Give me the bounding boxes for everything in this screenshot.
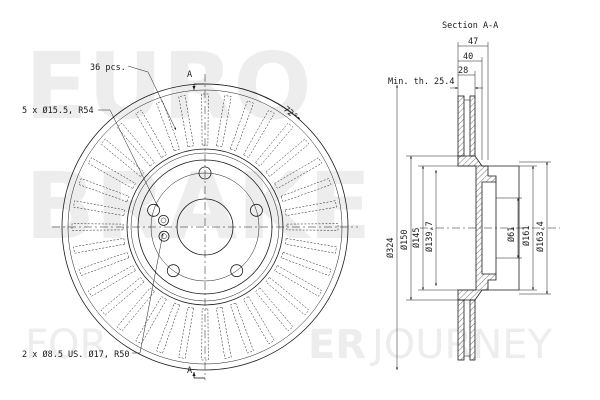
vane <box>156 302 181 354</box>
cooling-vanes <box>71 93 339 361</box>
bolt-hole <box>166 264 180 278</box>
vane <box>284 200 337 216</box>
vane <box>284 238 337 254</box>
section-plate-top-left <box>457 95 465 157</box>
vane <box>280 251 332 276</box>
vane <box>265 277 310 316</box>
min-thickness-label: Min. th. 25.4 <box>388 77 455 87</box>
vane <box>87 157 136 189</box>
vane <box>71 223 124 231</box>
bolt-hole <box>147 203 161 217</box>
vane <box>201 308 209 361</box>
section-plate-bottom-right <box>469 299 476 361</box>
aux-holes-label: 2 x Ø8.5 US. Ø17, R50 <box>22 349 129 360</box>
vane <box>135 109 167 158</box>
vane <box>255 287 294 332</box>
aux-holes <box>158 214 170 242</box>
aux-hole-outer <box>158 214 169 226</box>
watermark-brand-top: EURO <box>25 33 312 140</box>
dim-40-label: 40 <box>463 52 473 62</box>
dim-145-label: Ø145 <box>411 228 422 248</box>
vane <box>135 296 167 345</box>
vane <box>78 178 130 203</box>
bolt-hole <box>230 264 244 278</box>
vanes-leader <box>127 65 177 131</box>
aux-hole-inner <box>161 233 167 239</box>
dim-47-label: 47 <box>468 37 478 47</box>
vane <box>116 287 155 332</box>
vane <box>265 138 310 177</box>
aux-hole-outer <box>158 230 170 242</box>
bolt-hole <box>249 203 263 217</box>
section-marker-bottom-label: A <box>187 366 192 376</box>
bolt-holes-leader <box>98 109 159 208</box>
vane <box>87 265 136 297</box>
section-view: Section A-A 47 40 28 Min. th. 25.4 <box>385 21 560 370</box>
vane <box>216 306 232 359</box>
dim-28-label: 28 <box>458 66 468 76</box>
watermark-tagline-mid: ER <box>308 322 366 368</box>
vane <box>201 93 209 146</box>
vane <box>255 122 294 167</box>
vane <box>156 100 181 152</box>
vane <box>73 200 126 216</box>
vane <box>216 95 232 148</box>
dim-61-label: Ø61 <box>506 227 517 242</box>
section-marker-top-label: A <box>187 70 192 80</box>
section-plate-bottom-left <box>457 299 465 361</box>
watermark-brand-bottom: BRAKE <box>25 153 371 260</box>
aux-hole-inner <box>160 217 167 224</box>
vane <box>274 265 323 297</box>
front-view: A A 72° 36 pcs. 5 x Ø15.5, R54 2 x Ø8.5 … <box>22 63 358 380</box>
vane <box>243 109 275 158</box>
vane <box>78 251 130 276</box>
dim-324-label: Ø324 <box>385 238 396 258</box>
vane <box>280 178 332 203</box>
aux-holes-leader <box>132 232 164 354</box>
vane <box>286 223 339 231</box>
dim-139-7-label: Ø139,7 <box>424 221 435 252</box>
vane <box>100 138 145 177</box>
vane <box>73 238 126 254</box>
dim-150-label: Ø150 <box>399 230 410 250</box>
section-plate-top-right <box>469 95 476 157</box>
vane <box>178 95 194 148</box>
vane <box>100 277 145 316</box>
dim-163-4-label: Ø163,4 <box>535 221 546 252</box>
vanes-label: 36 pcs. <box>90 63 126 73</box>
vane <box>178 306 194 359</box>
vane <box>243 296 275 345</box>
vane <box>229 100 254 152</box>
vane <box>116 122 155 167</box>
section-title: Section A-A <box>442 21 498 31</box>
watermark-tagline-start: FOR <box>25 322 107 368</box>
dim-161-label: Ø161 <box>521 226 532 246</box>
bolt-holes-label: 5 x Ø15.5, R54 <box>22 105 94 116</box>
vane <box>274 157 323 189</box>
angle-arc <box>204 83 301 120</box>
vane <box>229 302 254 354</box>
